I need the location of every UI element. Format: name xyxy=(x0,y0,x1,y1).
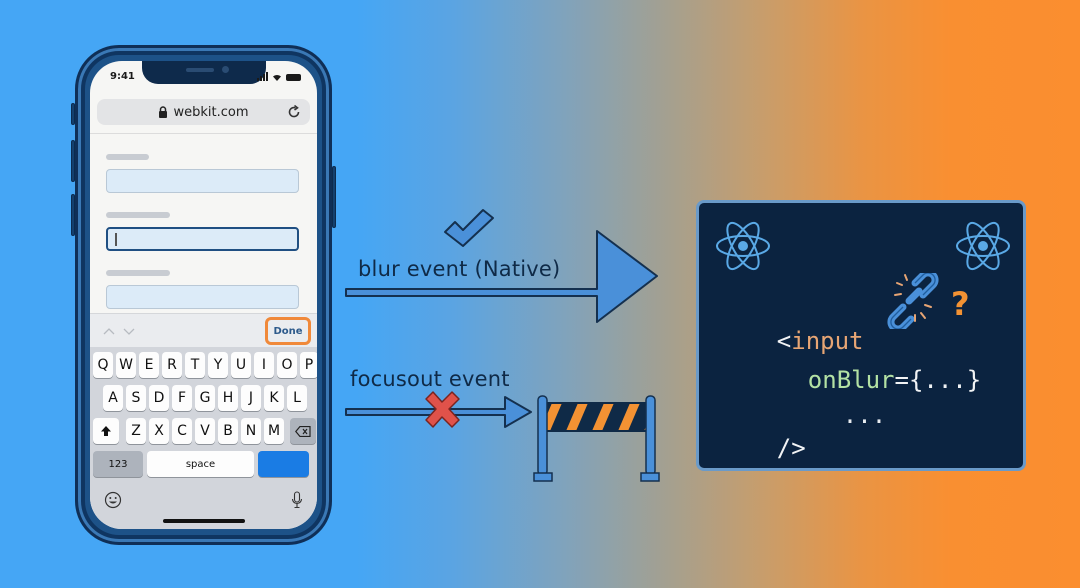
key-q[interactable]: Q xyxy=(93,352,113,378)
question-mark-icon: ? xyxy=(951,285,970,323)
key-b[interactable]: B xyxy=(218,418,238,444)
status-icons xyxy=(257,72,301,81)
key-u[interactable]: U xyxy=(231,352,251,378)
key-v[interactable]: V xyxy=(195,418,215,444)
field-label-3 xyxy=(106,270,170,276)
form-input-2-focused[interactable] xyxy=(106,227,299,251)
keyboard-row-1: Q W E R T Y U I O P xyxy=(90,352,317,378)
key-k[interactable]: K xyxy=(264,385,284,411)
key-e[interactable]: E xyxy=(139,352,159,378)
chevron-up-icon[interactable] xyxy=(102,324,116,338)
power-button xyxy=(332,166,336,228)
shift-key[interactable] xyxy=(93,418,119,444)
backspace-icon xyxy=(295,425,311,437)
speaker xyxy=(185,68,214,72)
notch xyxy=(141,61,266,84)
blur-event-label: blur event (Native) xyxy=(358,257,561,281)
key-l[interactable]: L xyxy=(287,385,307,411)
code-token: input xyxy=(791,327,864,355)
emoji-icon[interactable] xyxy=(104,491,122,509)
key-f[interactable]: F xyxy=(172,385,192,411)
form-input-1[interactable] xyxy=(106,169,299,193)
divider xyxy=(90,133,317,134)
key-s[interactable]: S xyxy=(126,385,146,411)
code-line-1: <input xyxy=(719,299,864,383)
key-x[interactable]: X xyxy=(149,418,169,444)
code-token: /> xyxy=(776,434,806,462)
key-z[interactable]: Z xyxy=(126,418,146,444)
cellular-signal-icon xyxy=(257,72,268,81)
url-text: webkit.com xyxy=(173,104,249,120)
broken-link-icon xyxy=(887,273,939,329)
front-camera xyxy=(221,66,229,73)
field-label-1 xyxy=(106,154,149,160)
react-code-panel: ? <input onBlur={...} ... /> xyxy=(696,200,1026,471)
volume-up-button xyxy=(71,140,75,182)
keyboard-row-4: 123 space xyxy=(90,451,317,477)
key-w[interactable]: W xyxy=(116,352,136,378)
wifi-icon xyxy=(273,74,281,81)
code-token: < xyxy=(776,327,792,355)
react-logo-icon xyxy=(716,221,770,271)
form-input-3[interactable] xyxy=(106,285,299,309)
x-mark-icon xyxy=(425,391,460,428)
home-indicator xyxy=(162,519,245,523)
space-key[interactable]: space xyxy=(147,451,254,477)
action-button xyxy=(71,103,75,125)
microphone-icon[interactable] xyxy=(291,491,303,509)
key-n[interactable]: N xyxy=(241,418,261,444)
battery-icon xyxy=(286,74,301,81)
reload-icon[interactable] xyxy=(286,104,302,120)
keyboard-row-3: Z X C V B N M xyxy=(90,418,317,444)
key-y[interactable]: Y xyxy=(208,352,228,378)
key-r[interactable]: R xyxy=(162,352,182,378)
code-line-3: ... xyxy=(785,373,886,457)
phone-screen: 9:41 webkit.com xyxy=(90,61,317,529)
react-logo-icon xyxy=(956,221,1010,271)
ios-keyboard: Q W E R T Y U I O P A S D F G H J K L xyxy=(90,347,317,529)
lock-icon xyxy=(159,106,168,118)
address-bar[interactable]: webkit.com xyxy=(97,99,310,125)
text-caret xyxy=(115,233,117,246)
key-d[interactable]: D xyxy=(149,385,169,411)
key-t[interactable]: T xyxy=(185,352,205,378)
numbers-key[interactable]: 123 xyxy=(93,451,143,477)
code-line-2: onBlur={...} xyxy=(750,338,981,422)
iphone-mockup: 9:41 webkit.com xyxy=(71,45,336,545)
status-time: 9:41 xyxy=(110,71,135,82)
key-i[interactable]: I xyxy=(254,352,274,378)
volume-down-button xyxy=(71,194,75,236)
keyboard-row-2: A S D F G H J K L xyxy=(90,385,317,411)
field-label-2 xyxy=(106,212,170,218)
code-token: onBlur xyxy=(807,366,895,394)
barrier-icon xyxy=(533,395,660,482)
code-token: ={...} xyxy=(894,366,982,394)
focusout-arrow xyxy=(345,396,532,428)
key-a[interactable]: A xyxy=(103,385,123,411)
key-g[interactable]: G xyxy=(195,385,215,411)
delete-key[interactable] xyxy=(290,418,316,444)
return-key[interactable] xyxy=(258,451,309,477)
shift-icon xyxy=(101,426,111,436)
key-m[interactable]: M xyxy=(264,418,284,444)
key-o[interactable]: O xyxy=(277,352,297,378)
done-button[interactable]: Done xyxy=(265,317,311,345)
key-j[interactable]: J xyxy=(241,385,261,411)
keyboard-accessory-bar: Done xyxy=(90,313,317,347)
code-line-4: /> xyxy=(719,406,806,490)
chevron-down-icon[interactable] xyxy=(122,324,136,338)
checkmark-icon xyxy=(444,209,494,247)
key-h[interactable]: H xyxy=(218,385,238,411)
code-token: ... xyxy=(842,401,887,429)
key-p[interactable]: P xyxy=(300,352,317,378)
key-c[interactable]: C xyxy=(172,418,192,444)
focusout-event-label: focusout event xyxy=(350,367,510,391)
